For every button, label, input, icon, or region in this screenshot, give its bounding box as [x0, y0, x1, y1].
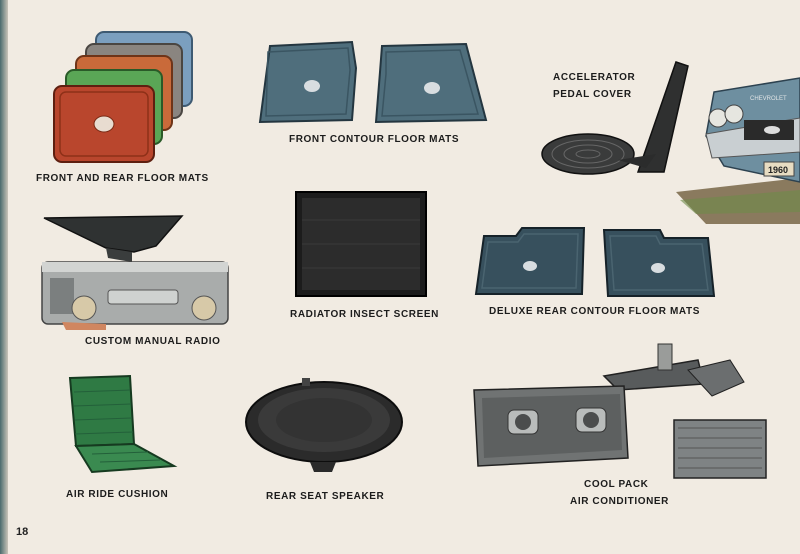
deluxe-rear-contour-floor-mats-illustration: [472, 224, 718, 300]
air-ride-cushion-illustration: [62, 372, 180, 476]
front-rear-floor-mats-label: FRONT AND REAR FLOOR MATS: [36, 173, 209, 184]
front-contour-floor-mats-label: FRONT CONTOUR FLOOR MATS: [289, 134, 460, 145]
accelerator-pedal-cover-label-line1: ACCELERATOR: [553, 72, 636, 83]
deluxe-rear-contour-floor-mats-label: DELUXE REAR CONTOUR FLOOR MATS: [489, 306, 700, 317]
accelerator-pedal-cover-illustration: [538, 56, 694, 178]
accelerator-pedal-cover-label-line2: PEDAL COVER: [553, 89, 632, 100]
rear-seat-speaker-illustration: [240, 374, 408, 478]
car-grille-text: CHEVROLET: [750, 96, 787, 102]
rear-seat-speaker-label: REAR SEAT SPEAKER: [266, 491, 385, 502]
cool-pack-label-line2: AIR CONDITIONER: [570, 496, 669, 507]
air-ride-cushion-label: AIR RIDE CUSHION: [66, 489, 169, 500]
front-rear-floor-mats-illustration: [48, 28, 198, 168]
page-edge: [0, 0, 8, 554]
car-front-illustration: 1960 CHEVROLET: [676, 74, 800, 224]
custom-manual-radio-illustration: [36, 212, 236, 334]
radiator-insect-screen-label: RADIATOR INSECT SCREEN: [290, 309, 439, 320]
cool-pack-label-line1: COOL PACK: [584, 479, 649, 490]
front-contour-floor-mats-illustration: [256, 38, 492, 130]
license-plate-text: 1960: [768, 165, 788, 175]
radiator-insect-screen-illustration: [294, 190, 428, 298]
page-number: 18: [16, 526, 29, 538]
cool-pack-air-conditioner-illustration: [468, 340, 778, 480]
custom-manual-radio-label: CUSTOM MANUAL RADIO: [85, 336, 221, 347]
